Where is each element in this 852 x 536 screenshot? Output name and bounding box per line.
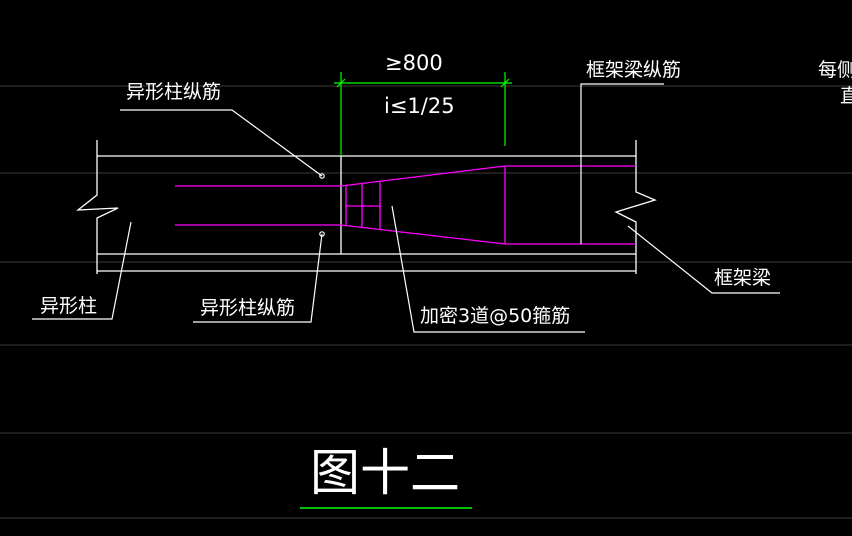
label-beam-rebar: 框架梁纵筋 [586,59,681,81]
leader-lines [32,83,780,333]
beam-rebar-taper-bottom [340,224,506,245]
beam-rebar-taper-top [340,165,506,187]
label-column-rebar-top: 异形柱纵筋 [126,81,221,103]
background-guide-lines [0,85,852,519]
leader-stirrups [391,205,585,333]
dimension-length: ≥800 [385,51,443,75]
dimension-group [334,72,512,156]
left-break-line [75,140,119,274]
label-beam: 框架梁 [714,267,771,289]
label-column: 异形柱 [40,295,97,317]
leader-beam [627,225,780,294]
member-outline [75,140,657,274]
dimension-slope: i≤1/25 [384,94,455,118]
label-each-side-line2: 直 [840,85,852,107]
leader-column-rebar-top [120,109,323,177]
label-column-rebar-bottom: 异形柱纵筋 [200,297,295,319]
right-break-line [614,140,657,274]
leader-beam-rebar [580,83,664,244]
rebar-group [175,165,636,245]
label-stirrups: 加密3道@50箍筋 [420,305,570,327]
leader-column-rebar-bottom [193,233,323,323]
figure-title: 图十二 [310,444,460,502]
label-each-side: 每侧 [818,59,852,81]
leader-column [32,221,132,320]
